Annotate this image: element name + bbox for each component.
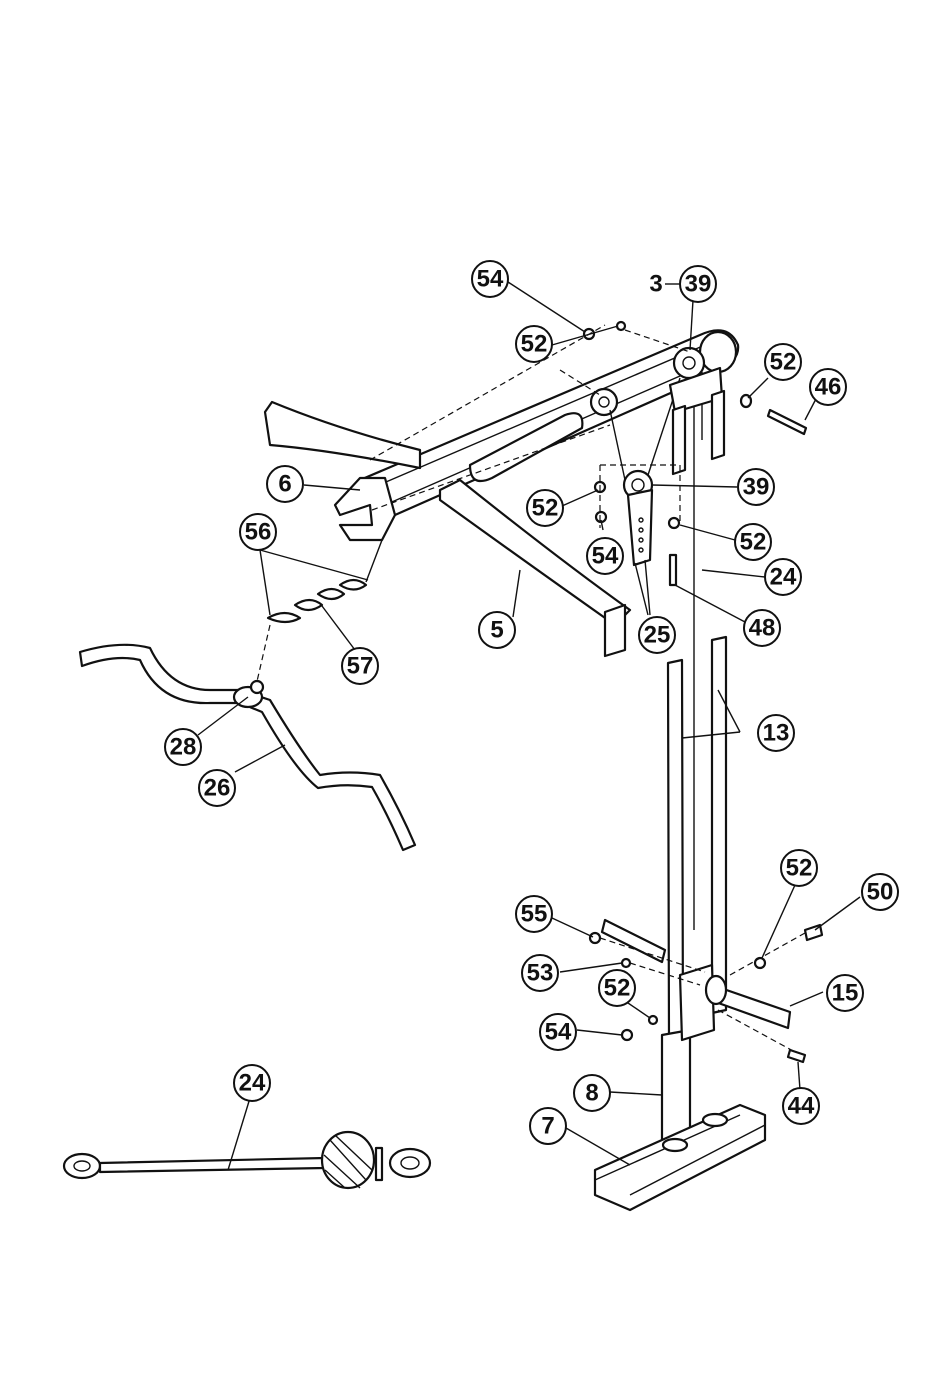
svg-text:54: 54 — [477, 266, 504, 293]
svg-text:54: 54 — [592, 543, 619, 570]
callout-52-base-right: 52 — [781, 850, 817, 886]
cable-detail — [64, 1132, 430, 1188]
callout-6: 6 — [267, 466, 303, 502]
svg-text:25: 25 — [644, 622, 671, 649]
svg-text:52: 52 — [604, 975, 631, 1002]
chain-link-3 — [318, 589, 344, 599]
callout-24-upper: 24 — [765, 559, 801, 595]
callout-39-lower: 39 — [738, 469, 774, 505]
down-tube-plate — [605, 605, 625, 656]
callout-52-right: 52 — [765, 344, 801, 380]
svg-text:52: 52 — [532, 495, 559, 522]
beam-hook-end — [335, 478, 395, 540]
svg-text:56: 56 — [245, 519, 272, 546]
svg-text:3: 3 — [649, 271, 662, 298]
svg-text:54: 54 — [545, 1019, 572, 1046]
svg-text:24: 24 — [770, 564, 797, 591]
callout-46: 46 — [810, 369, 846, 405]
pulley-upper-right — [674, 348, 704, 378]
svg-text:52: 52 — [786, 855, 813, 882]
cable-eyelet-right — [390, 1149, 430, 1177]
eyelet-28 — [251, 681, 263, 693]
callout-48: 48 — [744, 610, 780, 646]
callout-54-base: 54 — [540, 1014, 576, 1050]
svg-text:46: 46 — [815, 374, 842, 401]
bolt-46 — [768, 410, 806, 434]
svg-text:57: 57 — [347, 653, 374, 680]
weight-horn-left — [602, 920, 665, 962]
callout-52-mid: 52 — [527, 490, 563, 526]
rear-arm — [265, 402, 420, 468]
weight-carriage — [680, 965, 714, 1040]
callout-50: 50 — [862, 874, 898, 910]
svg-text:15: 15 — [832, 980, 859, 1007]
svg-text:55: 55 — [521, 901, 548, 928]
callout-5: 5 — [479, 612, 515, 648]
callout-44: 44 — [783, 1088, 819, 1124]
bolt-44 — [788, 1050, 805, 1062]
callout-52-lower: 52 — [735, 524, 771, 560]
cable-eyelet-left — [64, 1154, 100, 1178]
svg-text:7: 7 — [541, 1113, 554, 1140]
cable-line — [100, 1158, 325, 1172]
svg-text:53: 53 — [527, 960, 554, 987]
svg-text:5: 5 — [490, 617, 503, 644]
callout-13: 13 — [758, 715, 794, 751]
callout-55: 55 — [516, 896, 552, 932]
callout-52-top: 52 — [516, 326, 552, 362]
nut-55 — [590, 933, 600, 943]
svg-text:52: 52 — [740, 529, 767, 556]
lat-bar-assembly — [80, 540, 415, 850]
callout-7: 7 — [530, 1108, 566, 1144]
callout-53: 53 — [522, 955, 558, 991]
callout-57: 57 — [342, 648, 378, 684]
washer-52-lower — [669, 518, 679, 528]
callout-54-mid: 54 — [587, 538, 623, 574]
callout-24-detail: 24 — [234, 1065, 270, 1101]
beam-end-cap — [700, 332, 736, 372]
callout-26: 26 — [199, 770, 235, 806]
callout-56: 56 — [240, 514, 276, 550]
chain-link-2 — [295, 600, 322, 610]
svg-text:39: 39 — [743, 474, 770, 501]
svg-text:6: 6 — [278, 471, 291, 498]
washer-52-base — [649, 1016, 657, 1024]
chain-link-4 — [340, 580, 366, 590]
callout-8: 8 — [574, 1075, 610, 1111]
svg-text:48: 48 — [749, 615, 776, 642]
pin-48 — [670, 555, 676, 585]
callout-28: 28 — [165, 729, 201, 765]
svg-text:50: 50 — [867, 879, 894, 906]
svg-text:24: 24 — [239, 1070, 266, 1097]
svg-text:8: 8 — [585, 1080, 598, 1107]
callout-25: 25 — [639, 617, 675, 653]
callout-15: 15 — [827, 975, 863, 1011]
washer-52-top — [617, 322, 625, 330]
chain-link-1 — [268, 613, 300, 622]
callout-54-top: 54 — [472, 261, 508, 297]
svg-text:39: 39 — [685, 271, 712, 298]
svg-text:13: 13 — [763, 720, 790, 747]
callout-3-39: 3 39 — [649, 266, 716, 302]
svg-text:52: 52 — [770, 349, 797, 376]
washer-53 — [622, 959, 630, 967]
callout-52-base-mid: 52 — [599, 970, 635, 1006]
svg-text:52: 52 — [521, 331, 548, 358]
svg-text:26: 26 — [204, 775, 231, 802]
nut-54-base — [622, 1030, 632, 1040]
svg-text:28: 28 — [170, 734, 197, 761]
svg-text:44: 44 — [788, 1093, 815, 1120]
pulley-upper-left — [591, 389, 617, 415]
